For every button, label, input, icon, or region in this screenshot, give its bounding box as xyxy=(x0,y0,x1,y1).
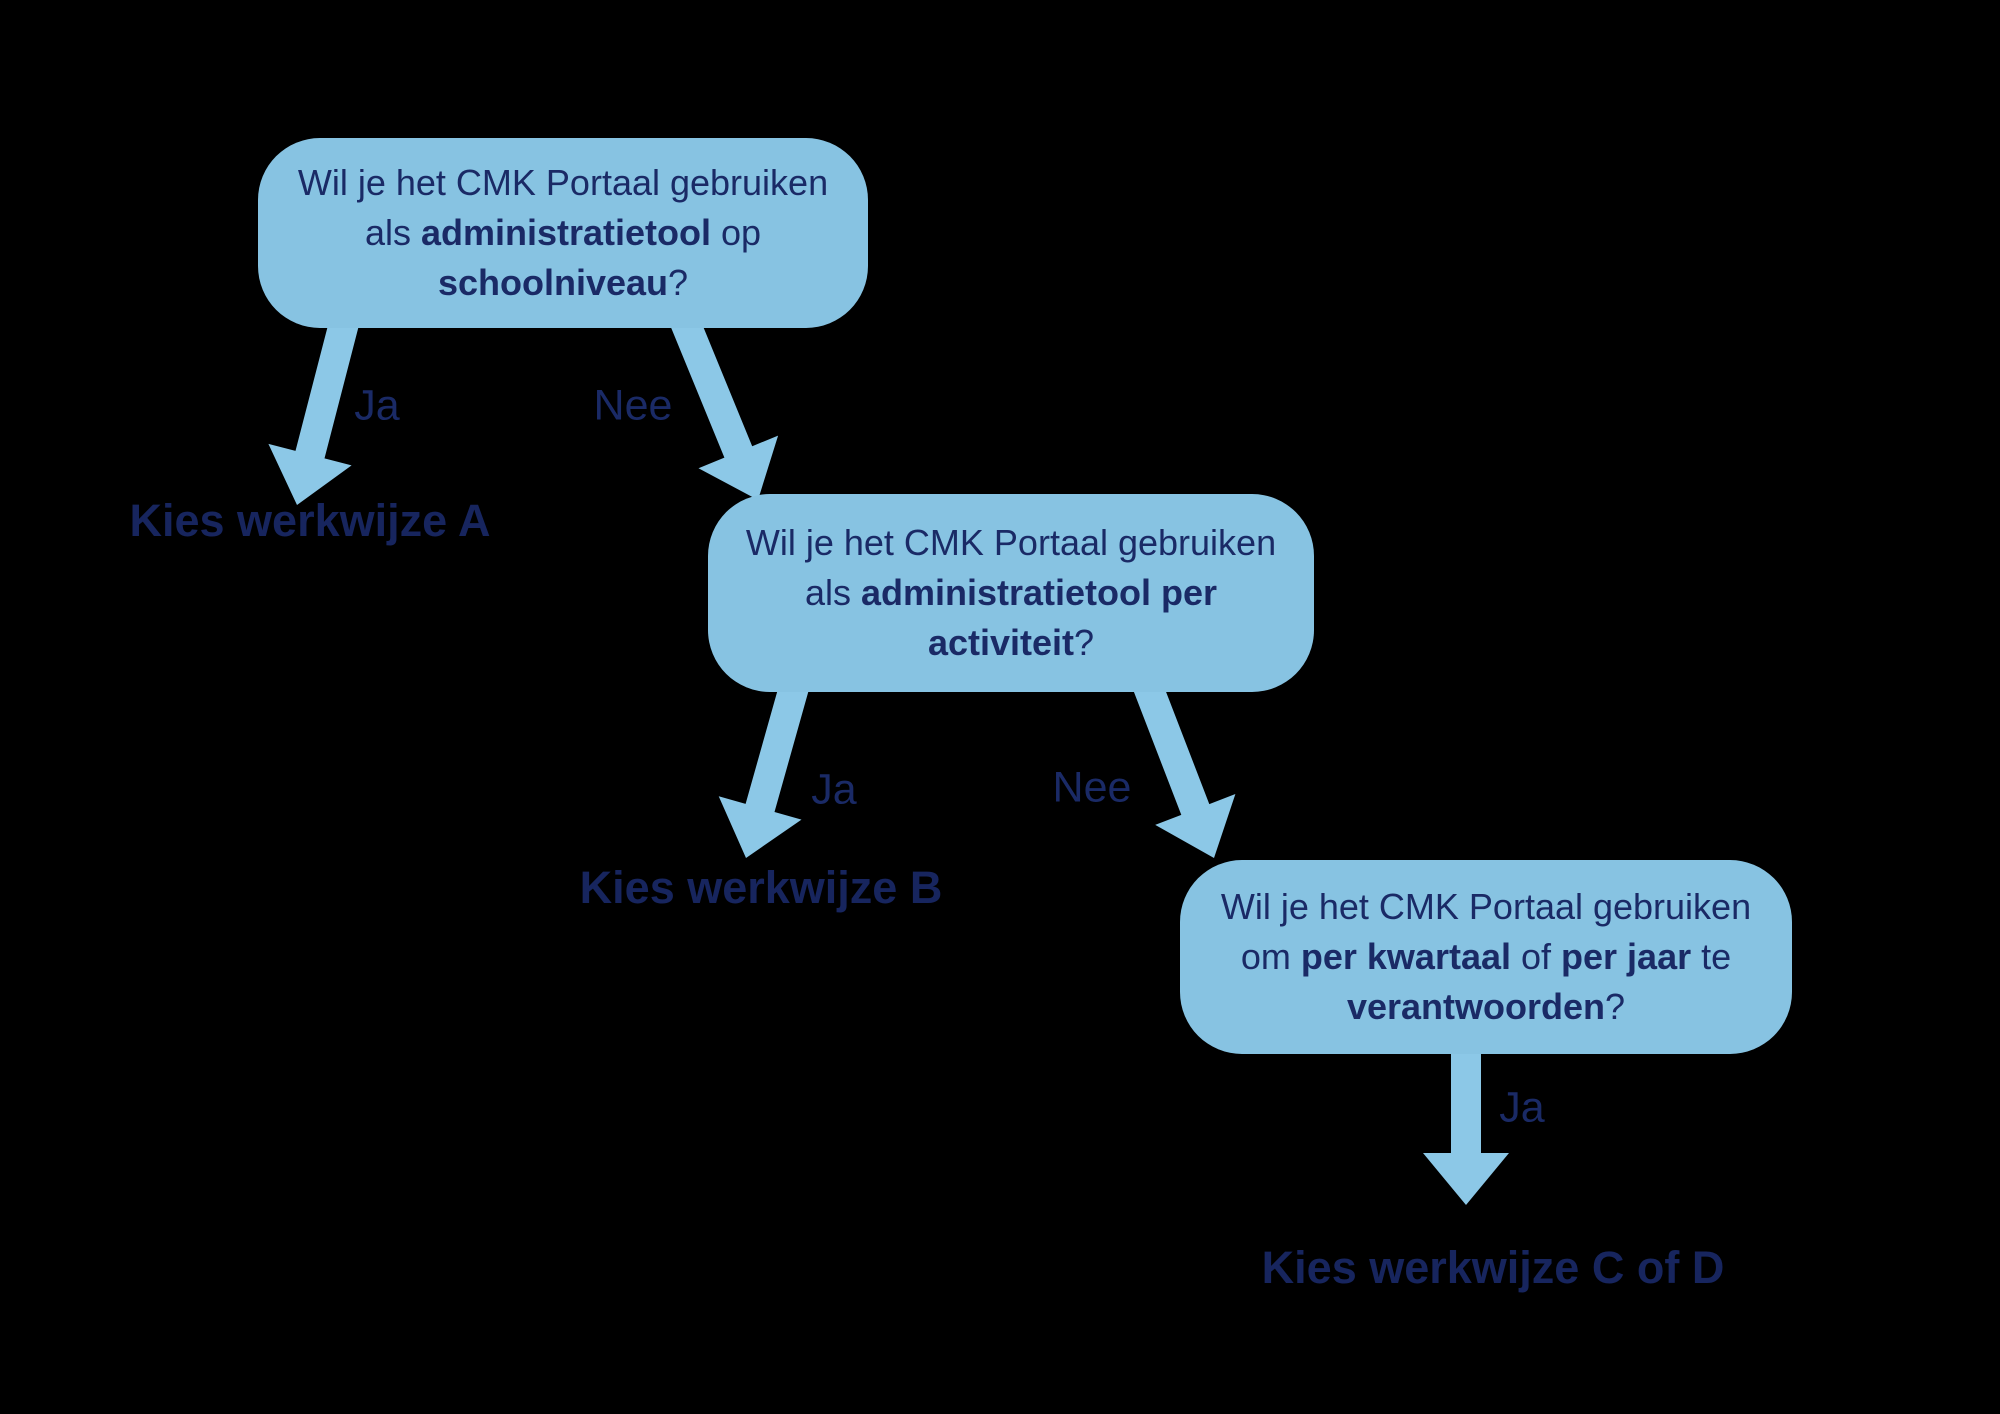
text-segment: Wil je het CMK Portaal gebruiken xyxy=(297,162,829,203)
arrow-nee-1 xyxy=(662,294,779,500)
text-segment: verantwoorden xyxy=(1346,986,1605,1027)
text-segment: om xyxy=(1240,936,1301,977)
text-segment: ? xyxy=(1074,622,1095,663)
question-line: Wil je het CMK Portaal gebruiken xyxy=(298,158,828,208)
question-line: als administratietool per xyxy=(805,568,1217,618)
text-segment: ? xyxy=(1605,986,1626,1027)
arrow-ja-2 xyxy=(718,661,815,858)
question-box-2: Wil je het CMK Portaal gebruiken als adm… xyxy=(708,494,1314,692)
text-segment: als xyxy=(804,572,861,613)
arrow-ja-1 xyxy=(268,296,365,505)
edge-label-nee-2: Nee xyxy=(1052,763,1132,812)
outcome-werkwijze-a: Kies werkwijze A xyxy=(129,495,491,546)
outcome-werkwijze-c-of-d: Kies werkwijze C of D xyxy=(1261,1242,1725,1293)
text-segment: Wil je het CMK Portaal gebruiken xyxy=(1220,886,1752,927)
text-segment: per kwartaal xyxy=(1300,936,1511,977)
question-box-1: Wil je het CMK Portaal gebruiken als adm… xyxy=(258,138,868,328)
arrow-ja-3 xyxy=(1423,1028,1509,1205)
question-line: verantwoorden? xyxy=(1347,982,1625,1032)
text-segment: op xyxy=(711,212,762,253)
text-segment: schoolniveau xyxy=(437,262,669,303)
text-segment: te xyxy=(1691,936,1732,977)
text-segment: administratietool per xyxy=(860,572,1218,613)
question-line: om per kwartaal of per jaar te xyxy=(1241,932,1731,982)
edge-label-ja-1: Ja xyxy=(354,381,400,430)
text-segment: Wil je het CMK Portaal gebruiken xyxy=(745,522,1277,563)
question-line: Wil je het CMK Portaal gebruiken xyxy=(1221,882,1751,932)
question-line: als administratietool op xyxy=(365,208,761,258)
edge-label-ja-2: Ja xyxy=(811,765,857,814)
question-line: Wil je het CMK Portaal gebruiken xyxy=(746,518,1276,568)
question-line: activiteit? xyxy=(928,618,1094,668)
text-segment: of xyxy=(1511,936,1562,977)
question-box-3: Wil je het CMK Portaal gebruiken om per … xyxy=(1180,860,1792,1054)
edge-label-ja-3: Ja xyxy=(1499,1083,1545,1132)
text-segment: per jaar xyxy=(1561,936,1692,977)
outcome-werkwijze-b: Kies werkwijze B xyxy=(579,862,943,913)
text-segment: administratietool xyxy=(420,212,712,253)
text-segment: activiteit xyxy=(927,622,1075,663)
text-segment: ? xyxy=(668,262,689,303)
text-segment: als xyxy=(364,212,421,253)
edge-label-nee-1: Nee xyxy=(593,381,673,430)
question-line: schoolniveau? xyxy=(438,258,688,308)
arrow-nee-2 xyxy=(1126,660,1236,858)
